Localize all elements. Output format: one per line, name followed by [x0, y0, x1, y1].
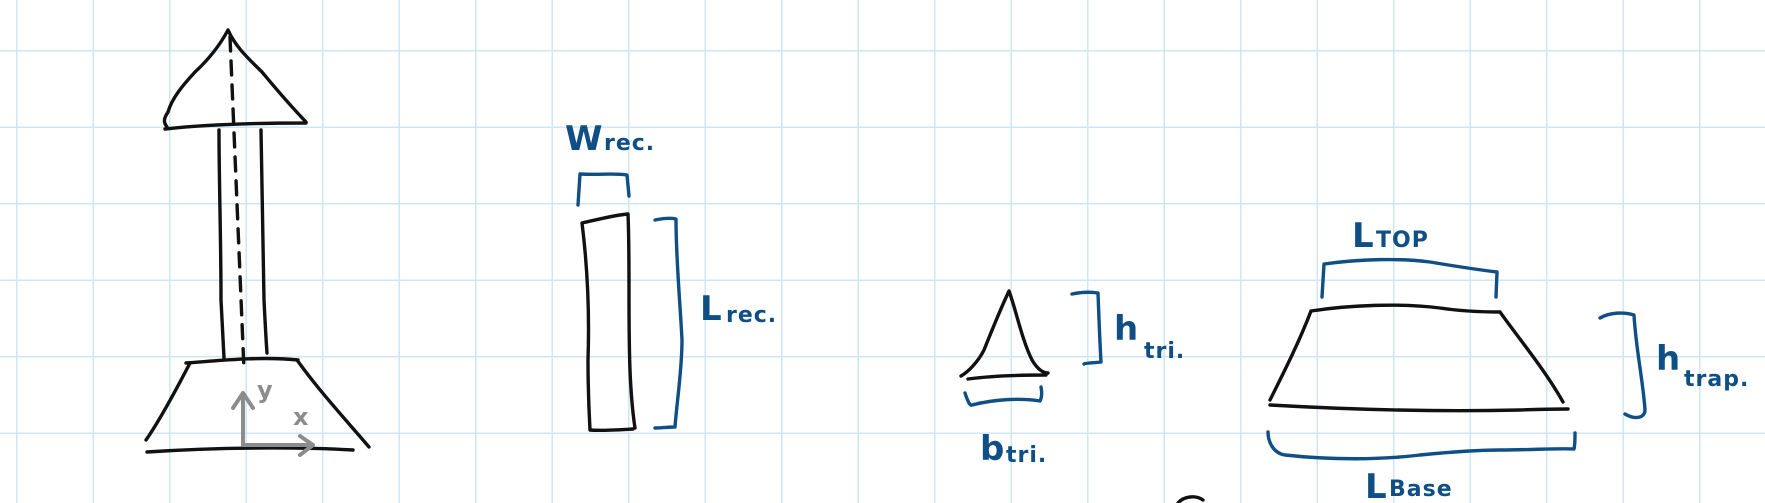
h-trap-label-main: h	[1656, 339, 1680, 379]
l-base-bracket	[1266, 430, 1577, 461]
l-top-bracket	[1320, 257, 1499, 299]
b-tri-label-main: b	[980, 429, 1004, 469]
composite-trapezoid-top	[184, 356, 300, 365]
l-base-label-sub: Base	[1389, 477, 1453, 502]
l-base-label-main: L	[1365, 467, 1387, 503]
l-top-label-main: L	[1352, 216, 1374, 256]
triangle-shape	[959, 289, 1050, 381]
composite-triangle-outline	[162, 28, 308, 131]
y-axis-label: y	[257, 376, 273, 404]
rectangle-length-dimension: L rec.	[653, 216, 777, 430]
composite-trapezoid-right	[295, 358, 371, 449]
composite-shape	[144, 28, 371, 454]
w-rec-label-sub: rec.	[604, 131, 655, 156]
h-trap-bracket	[1598, 311, 1647, 420]
b-tri-label-sub: tri.	[1006, 443, 1047, 468]
rectangle-outline	[580, 212, 637, 433]
y-axis-arrow	[231, 391, 255, 447]
rectangle-shape	[580, 212, 637, 433]
l-rec-label-sub: rec.	[726, 303, 777, 328]
stray-mark	[1176, 495, 1205, 503]
rectangle-width-dimension: W rec.	[565, 119, 655, 207]
b-tri-bracket	[963, 385, 1044, 407]
trapezoid-top-dimension: L TOP	[1320, 216, 1499, 299]
trapezoid-shape	[1268, 303, 1570, 413]
h-tri-bracket	[1070, 290, 1103, 366]
w-rec-bracket	[576, 172, 631, 207]
x-axis-label: x	[293, 403, 309, 431]
w-rec-label-main: W	[565, 119, 603, 159]
composite-stem-left	[217, 128, 226, 360]
l-top-label-sub: TOP	[1376, 228, 1429, 253]
h-trap-label-sub: trap.	[1684, 367, 1749, 392]
trapezoid-height-dimension: h trap.	[1598, 311, 1749, 420]
composite-trapezoid-left	[144, 361, 192, 442]
trapezoid-outline	[1268, 303, 1570, 413]
triangle-base-dimension: b tri.	[963, 385, 1047, 469]
x-axis-arrow	[241, 434, 315, 457]
axes-marker: y x	[231, 376, 315, 457]
trapezoid-base-dimension: L Base	[1266, 430, 1577, 503]
h-tri-label-sub: tri.	[1144, 339, 1185, 364]
composite-centerline	[228, 35, 246, 372]
composite-stem-right	[259, 128, 269, 355]
triangle-height-dimension: h tri.	[1070, 290, 1185, 366]
l-rec-label-main: L	[700, 289, 722, 329]
h-tri-label-main: h	[1114, 309, 1138, 349]
composite-trapezoid-base	[145, 446, 355, 454]
l-rec-bracket	[653, 216, 684, 430]
triangle-outline	[959, 289, 1050, 381]
